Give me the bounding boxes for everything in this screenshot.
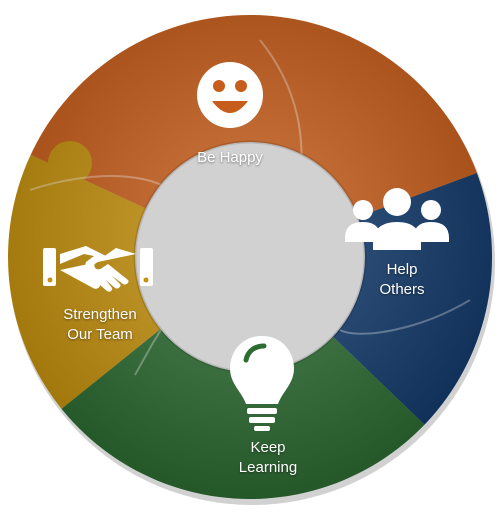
label-help-others-line-2: Others: [379, 281, 425, 298]
label-help-others-line-1: Help: [386, 261, 418, 278]
label-keep-learning: Keep Learning: [218, 438, 318, 478]
label-strengthen-our-team: Strengthen Our Team: [45, 305, 155, 345]
label-be-happy: Be Happy: [180, 148, 280, 168]
label-strengthen-line-1: Strengthen: [63, 306, 137, 323]
handshake-icon: [43, 246, 153, 292]
people-group-icon: [345, 188, 449, 250]
lightbulb-icon: [230, 336, 294, 431]
label-be-happy-line-1: Be Happy: [197, 149, 263, 166]
label-strengthen-line-2: Our Team: [67, 326, 133, 343]
label-keep-learning-line-1: Keep: [250, 439, 286, 456]
smiley-face-icon: [197, 62, 263, 128]
label-keep-learning-line-2: Learning: [238, 459, 298, 476]
label-help-others: Help Others: [352, 260, 452, 300]
